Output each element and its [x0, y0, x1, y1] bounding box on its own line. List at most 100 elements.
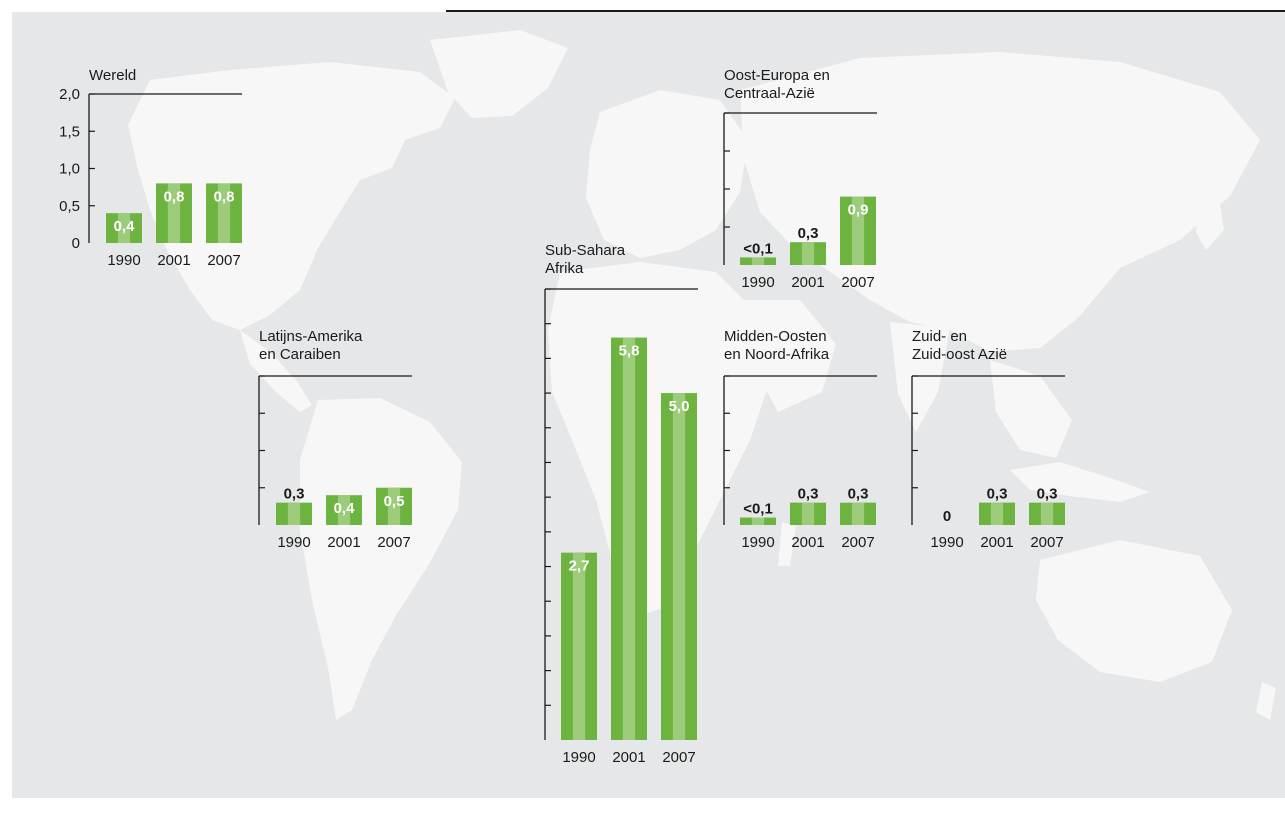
y-tick-label: 1,5 — [59, 123, 80, 140]
chart-title: Wereld — [89, 67, 136, 84]
chart-title-line: en Noord-Afrika — [724, 346, 830, 363]
arabia-shape — [740, 300, 836, 412]
top-rule — [446, 10, 1285, 12]
x-tick-label: 2007 — [1030, 534, 1063, 551]
south-america-shape — [300, 398, 462, 720]
x-tick-label: 2007 — [841, 534, 874, 551]
japan-shape — [1196, 192, 1224, 250]
bar: 2,7 — [561, 552, 597, 740]
bar-highlight — [167, 183, 181, 243]
x-tick-label: 1990 — [107, 252, 140, 269]
bar-value-label: 0,3 — [1037, 486, 1058, 503]
bar-value-label: 0,9 — [848, 202, 869, 219]
bar: 0,5 — [376, 487, 412, 525]
chart-0: Wereld 0 0,5 1,0 1,5 2,0 0,4 1990 0,8 2001 0,8 2007 — [59, 67, 242, 269]
bar-highlight — [851, 196, 865, 265]
bar-value-label: 5,8 — [619, 343, 640, 360]
bar: 0 — [943, 508, 951, 525]
chart-title-line: Wereld — [89, 67, 136, 84]
y-tick-label: 0 — [72, 235, 80, 252]
chart-title-line: Oost-Europa en — [724, 67, 830, 84]
bar-highlight — [751, 257, 765, 265]
chart-title-line: Zuid-oost Azië — [912, 346, 1007, 363]
y-tick-label: 2,0 — [59, 86, 80, 103]
indonesia-shape — [1010, 462, 1150, 502]
asia-shape — [740, 52, 1260, 352]
australia-shape — [1036, 540, 1232, 682]
bar-value-label: 0,4 — [114, 218, 136, 235]
y-tick-label: 0,5 — [59, 198, 80, 215]
bar: 5,0 — [661, 393, 697, 740]
bar-value-label: 0 — [943, 508, 951, 525]
bar-highlight — [117, 213, 131, 243]
x-tick-label: 2007 — [377, 534, 410, 551]
bar: <0,1 — [740, 501, 776, 525]
bar-highlight — [622, 337, 636, 740]
bar: <0,1 — [740, 240, 776, 265]
bar-value-label: 0,4 — [334, 500, 356, 517]
x-tick-label: 2001 — [327, 534, 360, 551]
bar-highlight — [672, 393, 686, 740]
x-tick-label: 1990 — [741, 534, 774, 551]
bar: 0,3 — [840, 486, 876, 525]
x-tick-label: 2007 — [841, 274, 874, 291]
x-tick-label: 1990 — [277, 534, 310, 551]
bar-value-label: 0,8 — [214, 188, 235, 205]
bar-value-label: <0,1 — [743, 240, 773, 257]
bar: 0,8 — [206, 183, 242, 243]
bar-value-label: <0,1 — [743, 501, 773, 518]
bar: 0,8 — [156, 183, 192, 243]
chart-title-line: Sub-Sahara — [545, 242, 626, 259]
x-tick-label: 2007 — [207, 252, 240, 269]
chart-title-line: Latijns-Amerika — [259, 328, 363, 345]
bar: 0,3 — [276, 486, 312, 525]
x-tick-label: 2001 — [791, 534, 824, 551]
bar: 0,3 — [1029, 486, 1065, 525]
europe-shape — [586, 90, 748, 258]
bar: 0,4 — [326, 495, 362, 525]
bar: 0,3 — [979, 486, 1015, 525]
chart-title-line: en Caraiben — [259, 346, 341, 363]
x-tick-label: 1990 — [741, 274, 774, 291]
x-tick-label: 2001 — [791, 274, 824, 291]
india-shape — [890, 322, 950, 432]
bar-highlight — [337, 495, 351, 525]
bar-highlight — [801, 502, 815, 525]
bar: 0,3 — [790, 225, 826, 265]
madagascar-shape — [778, 522, 796, 566]
bar-highlight — [801, 242, 815, 265]
regional-bar-charts: Wereld 0 0,5 1,0 1,5 2,0 0,4 1990 0,8 2001 0,8 2007… — [59, 67, 1065, 766]
bar-highlight — [572, 552, 586, 740]
bar-value-label: 0,3 — [798, 486, 819, 503]
x-tick-label: 2001 — [612, 749, 645, 766]
bar-highlight — [751, 517, 765, 525]
x-tick-label: 1990 — [930, 534, 963, 551]
world-map-background — [12, 12, 1285, 798]
chart-title-line: Midden-Oosten — [724, 328, 827, 345]
y-tick-label: 1,0 — [59, 161, 80, 178]
bar-value-label: 0,8 — [164, 188, 185, 205]
africa-shape — [548, 262, 770, 618]
bar: 0,3 — [790, 486, 826, 525]
bar: 0,9 — [840, 196, 876, 265]
bar-highlight — [217, 183, 231, 243]
x-tick-label: 2001 — [157, 252, 190, 269]
bar-highlight — [287, 502, 301, 525]
x-tick-label: 2007 — [662, 749, 695, 766]
bar-highlight — [851, 502, 865, 525]
bar-highlight — [387, 487, 401, 525]
bar-value-label: 0,3 — [848, 486, 869, 503]
bar: 5,8 — [611, 337, 647, 740]
central-america-shape — [240, 330, 312, 412]
bar: 0,4 — [106, 213, 142, 243]
